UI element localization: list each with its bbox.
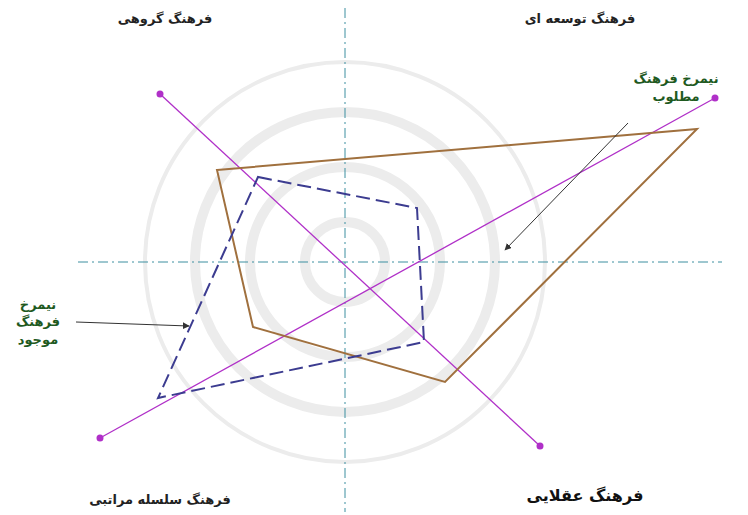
leader-line	[76, 322, 189, 326]
quadrant-label: فرهنگ سلسله مراتبی	[89, 491, 231, 509]
callout-label: نیمرخ فرهنگ موجود	[7, 296, 69, 349]
vertical-axis	[345, 8, 346, 512]
desired-profile	[217, 129, 697, 382]
callout-label: نیمرخ فرهنگ مطلوب	[629, 70, 724, 105]
quadrant-label: فرهنگ توسعه ای	[525, 10, 636, 28]
quadrant-label: فرهنگ عقلایی	[527, 485, 644, 507]
horizontal-axis	[78, 262, 722, 263]
existing-profile	[158, 177, 424, 398]
axis-endpoints	[97, 91, 719, 450]
diagonal-axis	[100, 98, 715, 438]
quadrant-label: فرهنگ گروهی	[118, 10, 213, 28]
leader-line	[505, 123, 628, 250]
